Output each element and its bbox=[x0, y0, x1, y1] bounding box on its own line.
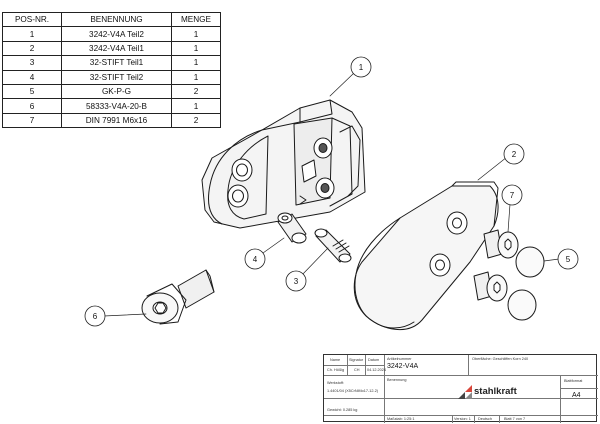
leader-4 bbox=[262, 237, 285, 254]
leader-2 bbox=[477, 156, 508, 181]
plate-part-2 bbox=[353, 181, 499, 331]
sheet-format: A4 bbox=[572, 392, 581, 399]
pin-part-4 bbox=[277, 212, 307, 244]
balloon-4-label: 4 bbox=[253, 255, 258, 264]
leader-1 bbox=[329, 72, 355, 97]
article-number: 3242-V4A bbox=[387, 363, 419, 370]
parts-header-row: POS-NR. BENENNUNG MENGE bbox=[2, 11, 221, 28]
leader-5 bbox=[543, 258, 560, 262]
row-name: DIN 7991 M6x16 bbox=[61, 112, 172, 129]
balloon-1-circle bbox=[350, 56, 372, 78]
checker-date: 04.12.2024 bbox=[367, 368, 387, 372]
weight-label: Gewicht: 0.285 kg bbox=[327, 408, 358, 412]
parts-list-table: POS-NR. BENENNUNG MENGE 1 3242-V4A Teil2… bbox=[2, 11, 221, 129]
sheet-of: Blatt 7 von 7 bbox=[504, 417, 526, 421]
signature-label: Signatur bbox=[349, 358, 364, 362]
clamp-body-part-1 bbox=[201, 99, 366, 229]
version: Version: 1 bbox=[454, 417, 471, 421]
table-row: 2 3242-V4A Teil1 1 bbox=[2, 40, 221, 57]
balloon-7-circle bbox=[501, 184, 523, 206]
description-label: Benennung bbox=[387, 378, 407, 382]
material-label: Werkstoff: bbox=[327, 381, 344, 385]
sheet-format-label: Blattformat bbox=[564, 379, 583, 383]
stahlkraft-logo-icon bbox=[458, 385, 472, 399]
leader-lines bbox=[103, 72, 560, 317]
title-block: Name Signatur Datum Ch. Hößig CH 04.12.2… bbox=[323, 354, 598, 423]
balloons bbox=[84, 56, 579, 327]
row-qty: 2 bbox=[171, 112, 221, 129]
socket-screw-part-6 bbox=[141, 269, 215, 325]
leader-6 bbox=[103, 313, 147, 317]
balloon-5-circle bbox=[557, 248, 579, 270]
scale: Maßstab: 1:25:1 bbox=[387, 417, 415, 421]
brand-name: stahlkraft bbox=[474, 386, 517, 397]
balloon-4-circle bbox=[244, 248, 266, 270]
checker-signature: CH bbox=[354, 368, 360, 372]
date-label: Datum bbox=[368, 358, 380, 362]
language: Deutsch bbox=[478, 417, 492, 421]
balloon-2-circle bbox=[503, 143, 525, 165]
table-row: 3 32-STIFT Teil1 1 bbox=[2, 55, 221, 71]
leader-3 bbox=[300, 247, 329, 277]
material-value: 1.4401/04 (X5CrNiMo17-12-2) bbox=[327, 389, 379, 393]
rubber-insert-part-5 bbox=[507, 246, 545, 321]
checker-name: Ch. Hößig bbox=[327, 368, 345, 372]
pin-part-3 bbox=[314, 228, 352, 263]
table-row: 5 GK-P-G 2 bbox=[2, 83, 221, 100]
table-row: 7 DIN 7991 M6x16 2 bbox=[2, 112, 221, 129]
row-pos: 7 bbox=[2, 112, 62, 129]
leader-7 bbox=[507, 203, 511, 233]
article-label: Artikelnummer bbox=[387, 357, 412, 361]
name-label: Name bbox=[330, 358, 341, 362]
balloon-5-label: 5 bbox=[566, 255, 571, 264]
balloon-6-circle bbox=[84, 305, 106, 327]
balloon-3-circle bbox=[285, 270, 307, 292]
countersunk-screw-part-7 bbox=[473, 229, 519, 302]
balloon-6-label: 6 bbox=[93, 312, 98, 321]
balloon-2-label: 2 bbox=[512, 150, 517, 159]
balloon-3-label: 3 bbox=[294, 277, 299, 286]
surface-label: Oberfläche: Geschliffen Korn 240 bbox=[472, 357, 529, 361]
balloon-1-label: 1 bbox=[359, 63, 364, 72]
balloon-7-label: 7 bbox=[510, 191, 515, 200]
